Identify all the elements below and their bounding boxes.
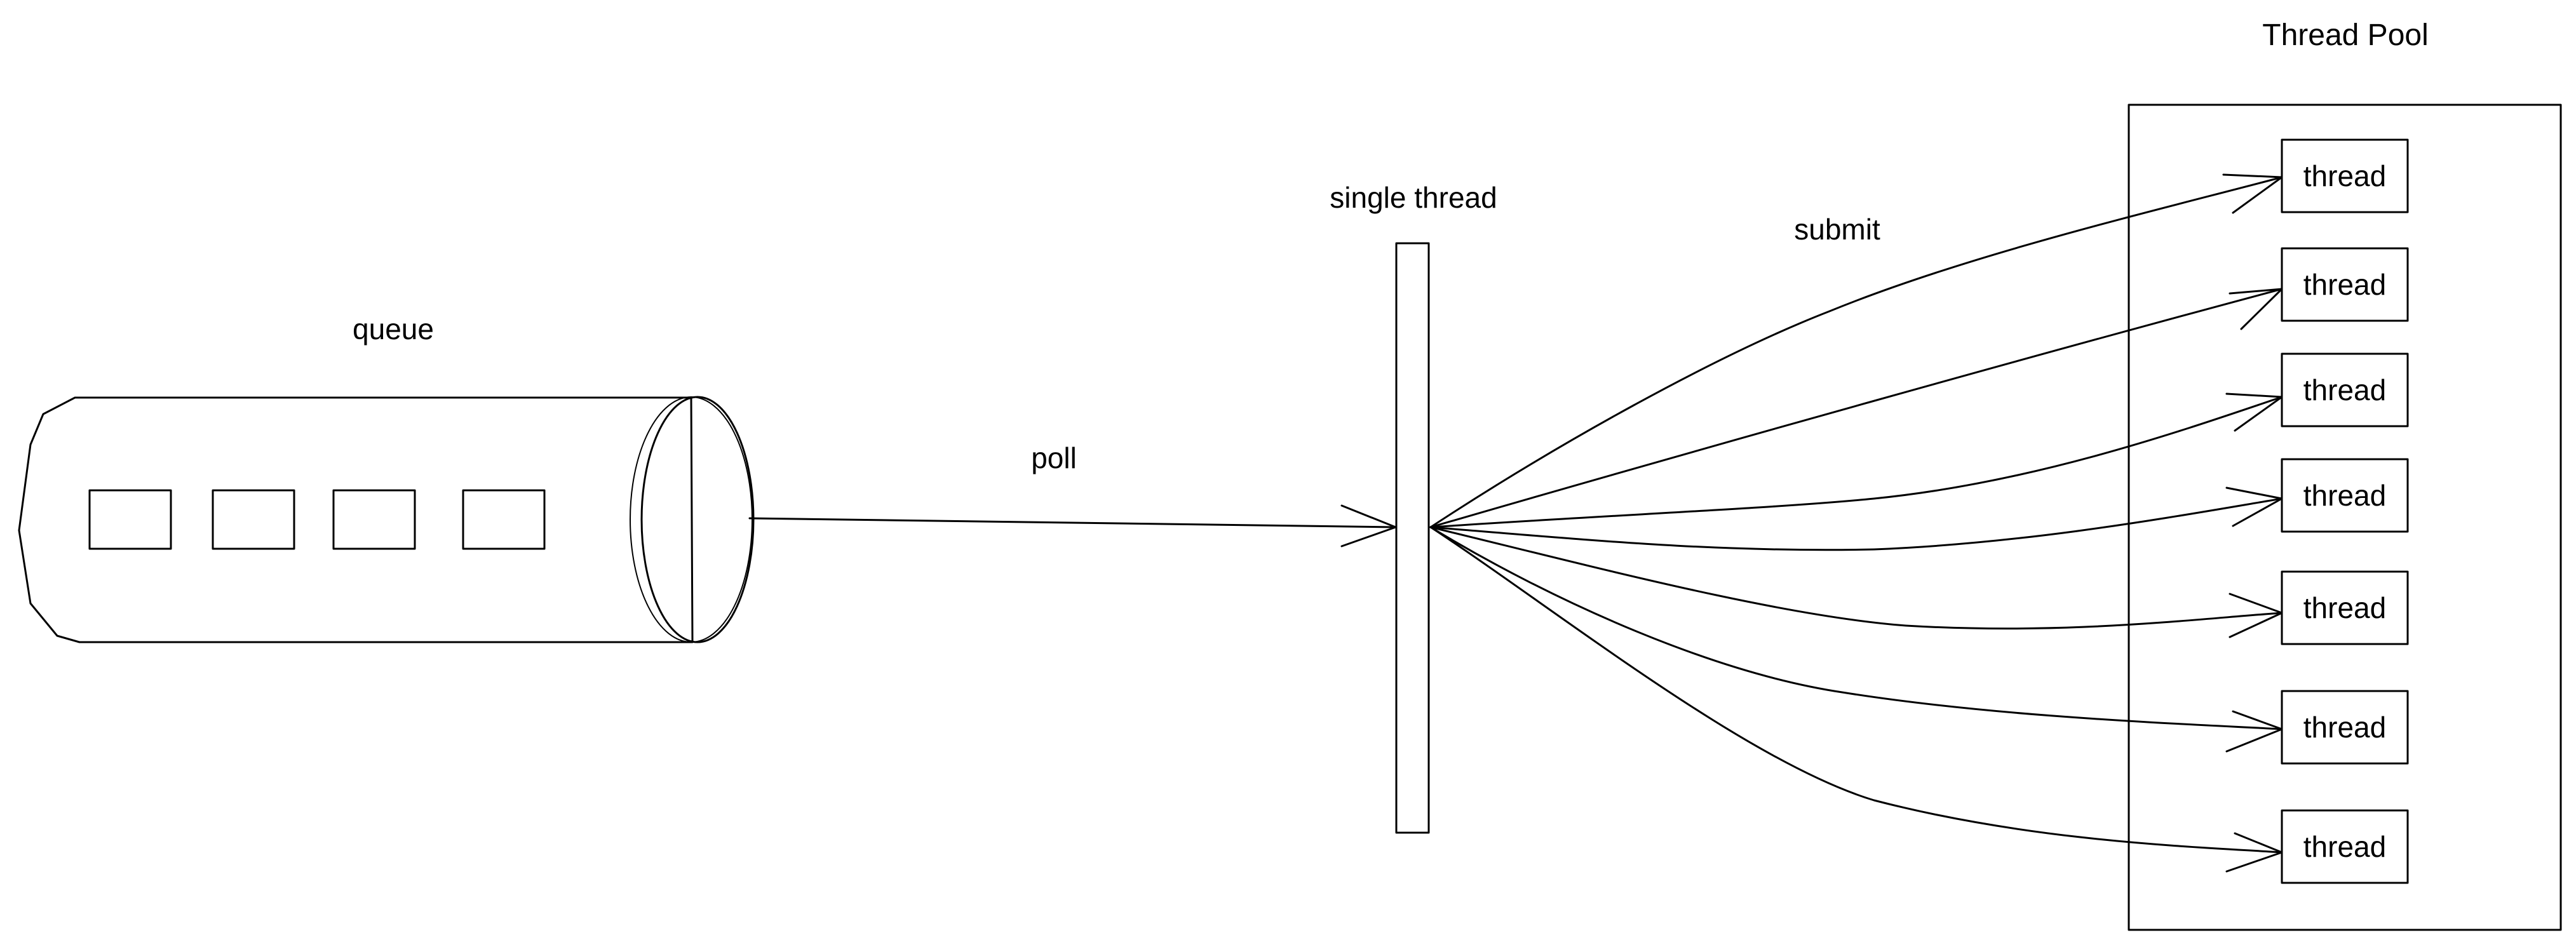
thread-label: thread (2303, 830, 2387, 863)
submit-arrow (1429, 288, 2283, 528)
thread-label: thread (2303, 479, 2387, 512)
submit-arrow (1429, 176, 2283, 528)
poll-label: poll (1031, 441, 1077, 474)
queue-cylinder (18, 396, 694, 643)
submit-label: submit (1794, 213, 1880, 246)
queue-item (88, 489, 172, 550)
submit-arrow (1429, 526, 2283, 854)
submit-arrow (1429, 526, 2283, 630)
thread-box (2281, 570, 2409, 645)
submit-arrow (1429, 526, 2283, 730)
queue-item (332, 489, 416, 550)
submit-arrow (1429, 497, 2283, 551)
queue-item (462, 489, 546, 550)
submit-arrowhead (2225, 487, 2283, 527)
single-thread-label: single thread (1330, 181, 1497, 214)
thread-box (2281, 247, 2409, 322)
queue-end-cap-outer (630, 396, 753, 643)
thread-box (2281, 809, 2409, 884)
thread-box (2281, 458, 2409, 533)
submit-arrowhead (2229, 593, 2283, 638)
submit-arrowhead (2222, 173, 2283, 214)
thread-label: thread (2303, 591, 2387, 624)
thread-pool-title: Thread Pool (2262, 18, 2429, 52)
thread-label: thread (2303, 268, 2387, 301)
submit-arrow (1429, 396, 2283, 528)
thread-label: thread (2303, 711, 2387, 744)
queue-item (212, 489, 295, 550)
submit-arrowhead (2225, 832, 2283, 873)
thread-box (2281, 138, 2409, 213)
poll-arrow (748, 517, 1397, 528)
single-thread-bar (1395, 242, 1430, 834)
submit-arrowhead (2225, 393, 2283, 432)
queue-label: queue (353, 312, 434, 346)
thread-label: thread (2303, 159, 2387, 192)
submit-arrowhead (2225, 710, 2283, 753)
thread-pool-container (2128, 104, 2562, 931)
thread-label: thread (2303, 373, 2387, 406)
submit-arrowhead (2229, 288, 2283, 330)
queue-end-cap (640, 396, 755, 643)
thread-box (2281, 353, 2409, 427)
thread-box (2281, 690, 2409, 765)
